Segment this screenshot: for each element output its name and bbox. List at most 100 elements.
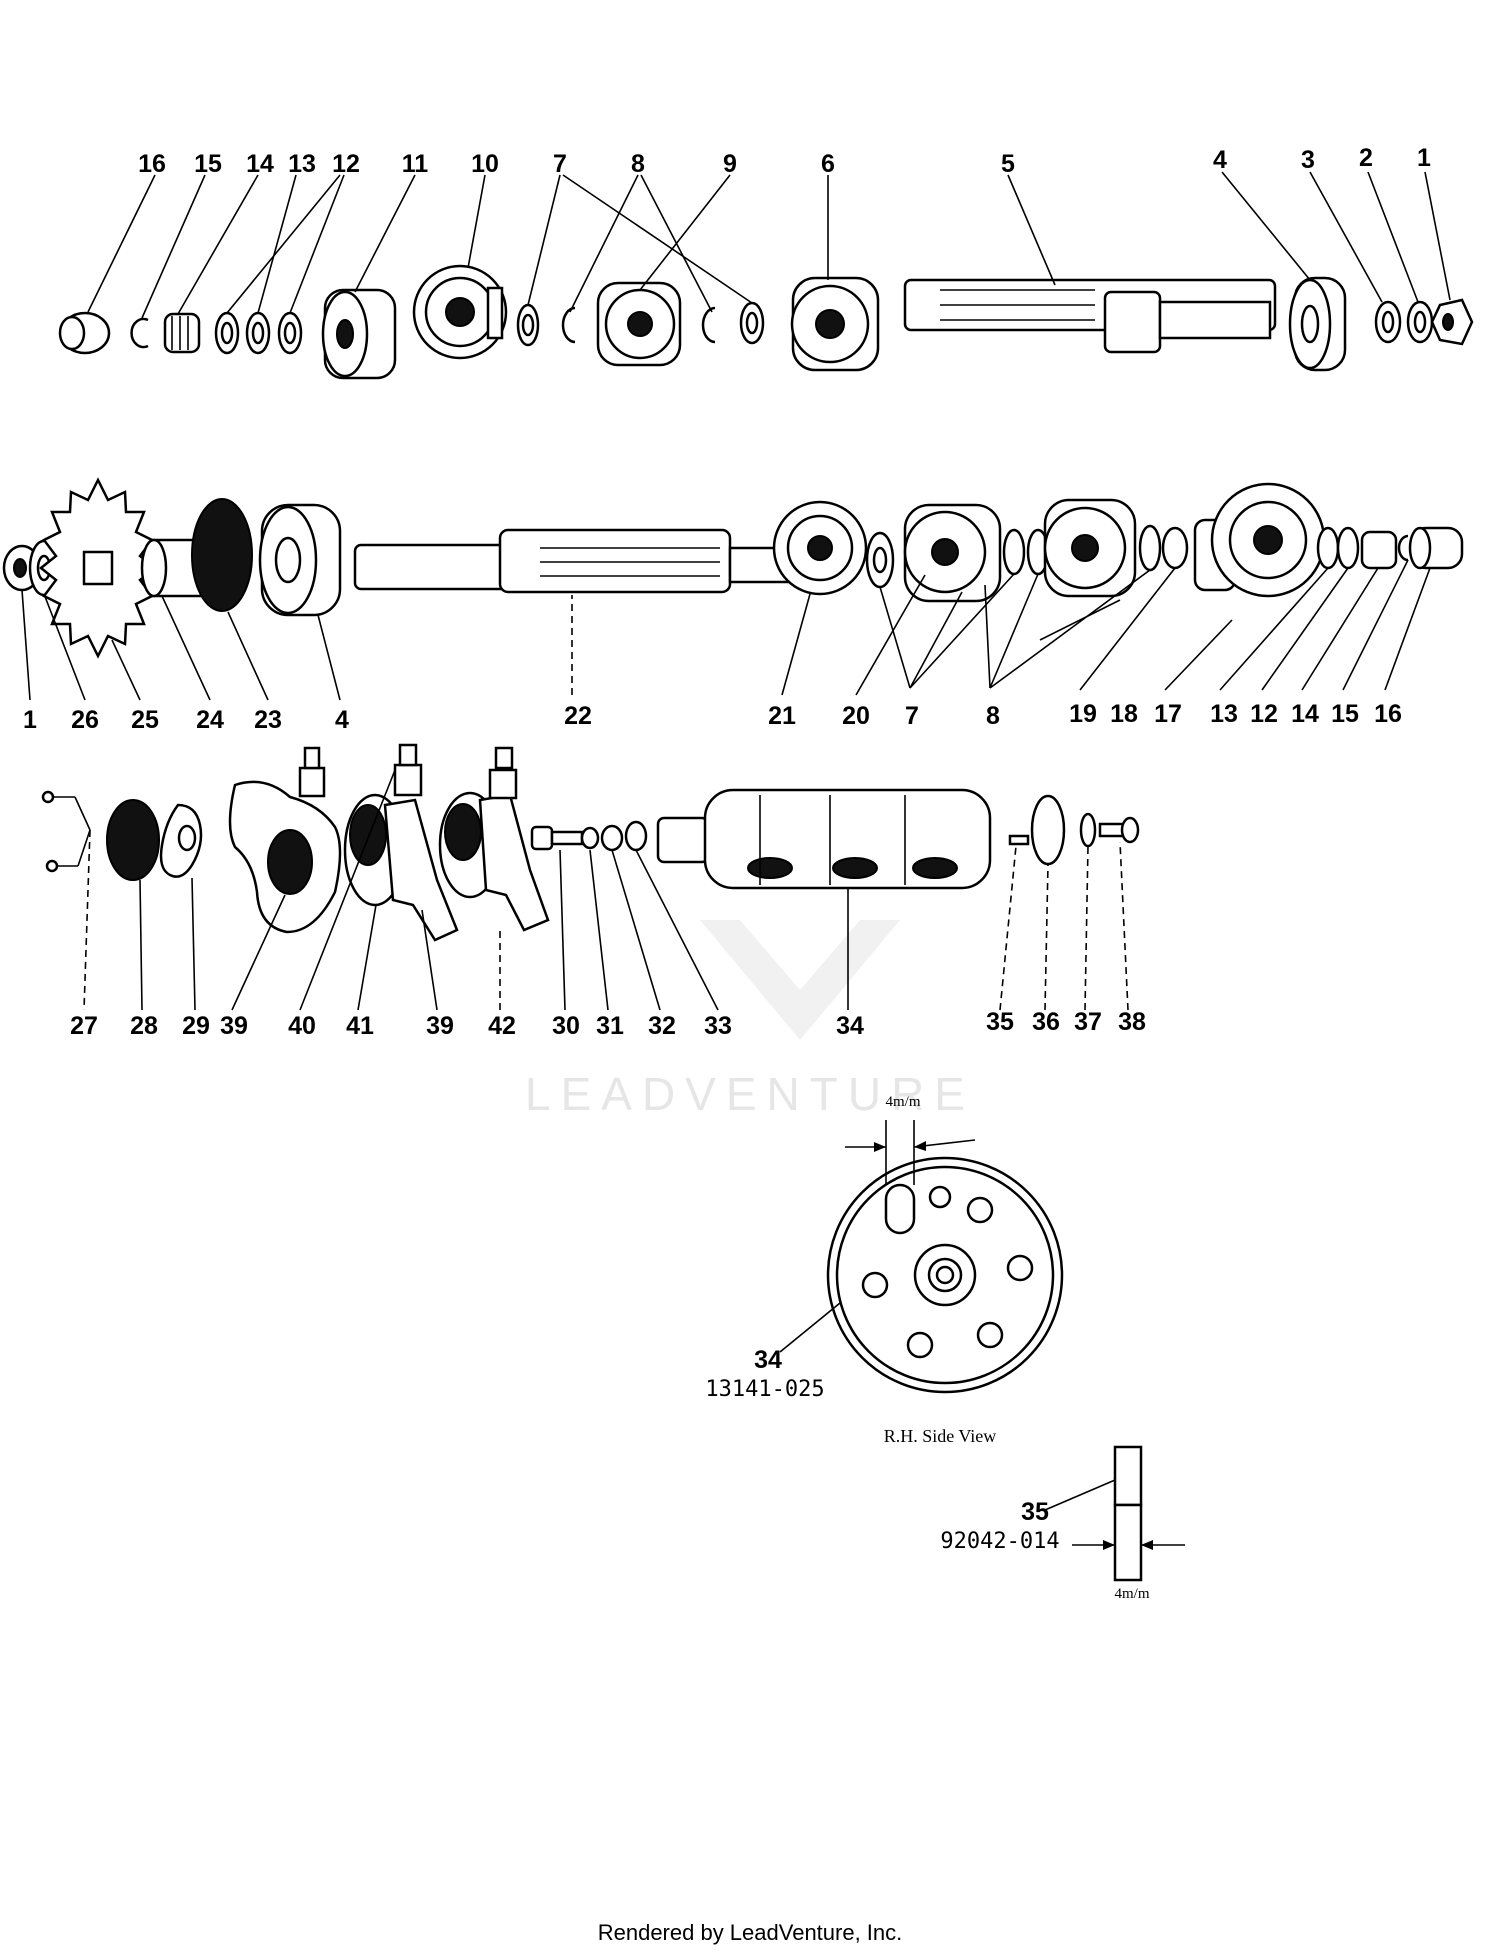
callout: 33 xyxy=(704,1012,732,1040)
row3-leaders xyxy=(74,769,1129,1011)
callout: 1 xyxy=(23,706,37,734)
row3-parts xyxy=(41,743,1140,942)
part-washer-12-drive xyxy=(1336,526,1360,570)
callout: 15 xyxy=(1331,700,1359,728)
callout: 30 xyxy=(552,1012,580,1040)
part-shift-fork-39a xyxy=(228,746,342,934)
part-sprocket-25 xyxy=(38,477,158,659)
part-shift-fork-42 xyxy=(438,746,550,932)
callout: 31 xyxy=(596,1012,624,1040)
pin-detail-callout: 35 xyxy=(1021,1498,1049,1526)
pin-detail-upper xyxy=(1113,1445,1143,1507)
callout: 7 xyxy=(553,150,567,178)
callout: 35 xyxy=(986,1008,1014,1036)
callout: 39 xyxy=(220,1012,248,1040)
callout: 37 xyxy=(1074,1008,1102,1036)
part-bearing-4-drive xyxy=(258,503,342,617)
callout: 36 xyxy=(1032,1008,1060,1036)
part-bearing-4 xyxy=(1288,276,1347,372)
part-gear-18 xyxy=(1043,498,1137,598)
drum-side-view-detail: 4m/m 34 13141-025 R.H. Side View xyxy=(705,1094,1064,1446)
part-gear-19 xyxy=(903,503,1002,603)
part-clip-33 xyxy=(624,820,648,852)
callout: 13 xyxy=(1210,700,1238,728)
part-cover-28 xyxy=(106,799,160,881)
callout: 4 xyxy=(335,706,349,734)
watermark-text: LEADVENTURE xyxy=(525,1068,975,1120)
callout: 42 xyxy=(488,1012,516,1040)
callout: 6 xyxy=(821,150,835,178)
part-circlip-8 xyxy=(561,306,576,344)
drum-view-caption: R.H. Side View xyxy=(884,1426,997,1446)
part-shaft-22 xyxy=(353,528,797,594)
part-washer-7-drive xyxy=(1002,528,1026,576)
row1-leaders xyxy=(87,171,1451,319)
callout: 19 xyxy=(1069,700,1097,728)
drum-slot-dimension: 4m/m xyxy=(885,1094,920,1110)
part-oil-seal-23 xyxy=(191,498,253,612)
callout: 13 xyxy=(288,150,316,178)
callout: 5 xyxy=(1001,150,1015,178)
row2-leaders xyxy=(21,559,1431,701)
part-lockwasher-37 xyxy=(1079,812,1097,848)
row1-callouts: 16 15 14 13 12 11 10 7 8 9 6 5 4 3 2 1 xyxy=(138,144,1431,178)
pin-detail: 35 92042-014 4m/m xyxy=(940,1445,1185,1602)
part-shaft-5 xyxy=(903,278,1277,354)
part-shift-drum-34 xyxy=(656,788,992,890)
callout: 9 xyxy=(723,150,737,178)
callout: 28 xyxy=(130,1012,158,1040)
part-gear-11 xyxy=(321,288,397,380)
callout: 17 xyxy=(1154,700,1182,728)
row2-callouts: 1 26 25 24 23 4 22 21 20 7 8 19 18 17 13… xyxy=(23,700,1402,734)
callout: 22 xyxy=(564,702,592,730)
callout: 8 xyxy=(986,702,1000,730)
part-screws-27 xyxy=(41,790,78,873)
callout: 20 xyxy=(842,702,870,730)
callout: 18 xyxy=(1110,700,1138,728)
callout: 14 xyxy=(246,150,274,178)
row3-callouts: 27 28 29 39 40 41 39 42 30 31 32 33 34 3… xyxy=(70,1008,1146,1040)
part-circlip-8b xyxy=(701,306,716,344)
part-collar-18 xyxy=(1161,526,1189,570)
callout: 29 xyxy=(182,1012,210,1040)
callout: 11 xyxy=(402,150,429,178)
callout: 39 xyxy=(426,1012,454,1040)
callout: 14 xyxy=(1291,700,1319,728)
callout: 1 xyxy=(1417,144,1431,172)
callout: 10 xyxy=(471,150,499,178)
callout: 2 xyxy=(1359,144,1373,172)
part-washer-8-drive xyxy=(1138,524,1162,572)
part-gear-21 xyxy=(772,500,868,596)
callout: 21 xyxy=(768,702,796,730)
part-screw-38 xyxy=(1098,816,1140,844)
part-plate-36 xyxy=(1030,794,1066,866)
callout: 4 xyxy=(1213,146,1227,174)
part-gasket-29 xyxy=(159,803,203,878)
callout: 16 xyxy=(1374,700,1402,728)
part-needle-bearing-14 xyxy=(163,312,201,354)
row1-parts xyxy=(58,264,1474,380)
drum-slot xyxy=(884,1183,916,1235)
part-circlip-15 xyxy=(130,317,149,349)
part-shift-fork-41 xyxy=(343,743,459,942)
part-needle-bearing-14-drive xyxy=(1360,530,1398,570)
part-gear-9 xyxy=(596,281,682,367)
part-washer-13-drive xyxy=(1316,526,1340,570)
pin-part-number: 92042-014 xyxy=(940,1529,1059,1554)
part-collar-16-drive xyxy=(1408,526,1464,570)
callout: 26 xyxy=(71,706,99,734)
part-pin-35 xyxy=(1008,834,1030,846)
callout: 16 xyxy=(138,150,166,178)
pin-dimension: 4m/m xyxy=(1114,1586,1149,1602)
drum-detail-callout: 34 xyxy=(754,1346,782,1374)
callout: 7 xyxy=(905,702,919,730)
callout: 38 xyxy=(1118,1008,1146,1036)
part-gear-6 xyxy=(790,276,880,372)
callout: 23 xyxy=(254,706,282,734)
row2-parts xyxy=(2,477,1464,659)
callout: 24 xyxy=(196,706,224,734)
callout: 27 xyxy=(70,1012,98,1040)
part-circlip-15-drive xyxy=(1397,534,1409,562)
